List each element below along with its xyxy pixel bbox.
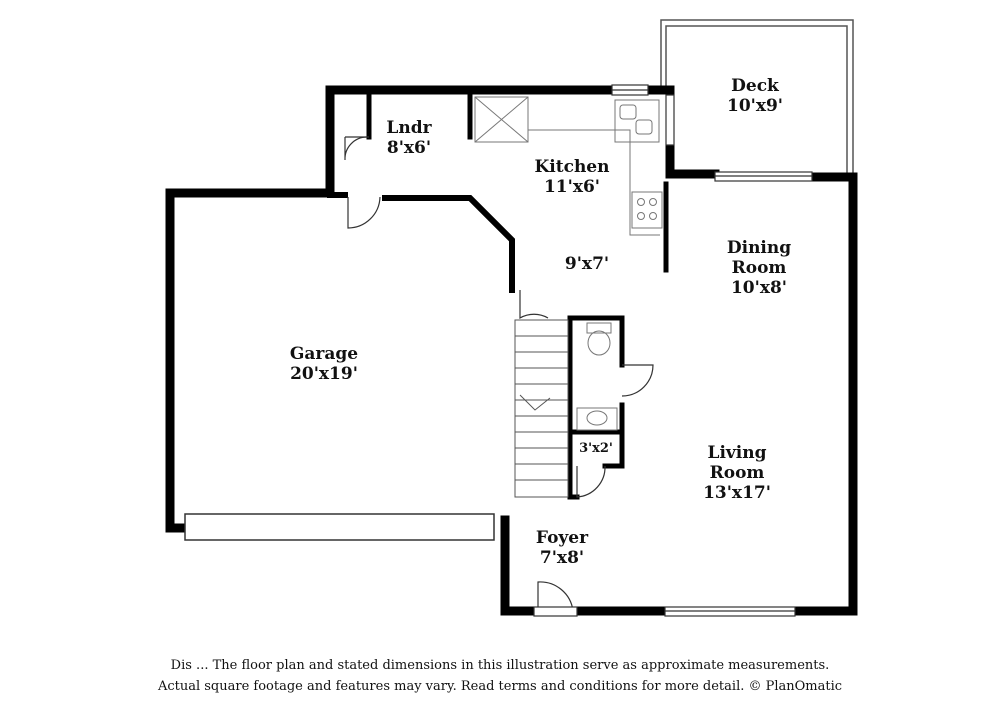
room-laundry-name: Lndr: [386, 118, 432, 138]
room-garage-name: Garage: [289, 344, 359, 364]
wall-kitchen-north-east: [643, 85, 720, 179]
garage-door: [184, 513, 495, 541]
room-dining-dim: 10'x8': [730, 278, 788, 298]
kitchen-fixtures: [474, 96, 663, 236]
door-bath-swing: [621, 364, 654, 397]
toilet-tank: [586, 322, 612, 334]
room-living-dim: 13'x17': [703, 483, 771, 503]
room-hall: 9'x7': [565, 254, 609, 274]
windows: [611, 84, 813, 617]
room-living-name1: Living: [707, 443, 767, 463]
room-living: Living Room 13'x17': [703, 443, 771, 503]
fridge: [474, 96, 529, 143]
wall-garage-north-east: [382, 195, 515, 293]
room-kitchen-dim: 11'x6': [543, 177, 601, 197]
window-deck-door: [665, 94, 675, 146]
room-deck-dim: 10'x9': [726, 96, 784, 116]
room-bath-dim: 3'x2': [579, 441, 613, 456]
counter: [528, 129, 660, 236]
door-garage-swing: [347, 196, 381, 229]
room-kitchen: Kitchen 11'x6': [535, 157, 610, 197]
sink: [614, 99, 660, 143]
door-closet-swing: [344, 136, 368, 161]
room-laundry: Lndr 8'x6': [386, 118, 431, 158]
door-front-swing: [537, 581, 574, 612]
room-hall-dim: 9'x7': [564, 254, 610, 274]
wall-laundry-west: [325, 85, 617, 191]
room-foyer: Foyer 7'x8': [536, 528, 588, 568]
room-kitchen-name: Kitchen: [534, 157, 610, 177]
room-dining-name1: Dining: [726, 238, 792, 258]
toilet-bowl: [587, 330, 611, 356]
door-stair-swing: [519, 290, 549, 320]
room-dining: Dining Room 10'x8': [727, 238, 791, 298]
disclaimer-line-2: Actual square footage and features may v…: [157, 679, 843, 694]
wall-garage: [165, 188, 335, 533]
disclaimer-line-1: Dis ... The floor plan and stated dimens…: [170, 658, 830, 673]
room-laundry-dim: 8'x6': [386, 138, 432, 158]
disclaimer: Dis ... The floor plan and stated dimens…: [0, 655, 1000, 697]
room-foyer-name: Foyer: [535, 528, 589, 548]
doors: [344, 136, 654, 617]
room-bath: 3'x2': [579, 441, 613, 456]
bath-fixtures: [576, 322, 618, 431]
room-living-name2: Room: [709, 463, 765, 483]
walls: [165, 85, 858, 616]
room-garage: Garage 20'x19': [290, 344, 358, 384]
room-garage-dim: 20'x19': [290, 364, 358, 384]
door-closet2-swing: [576, 465, 606, 498]
staircase: [514, 319, 569, 498]
vanity: [576, 407, 618, 431]
room-deck-name: Deck: [731, 76, 779, 96]
room-dining-name2: Room: [731, 258, 787, 278]
stove: [631, 191, 663, 229]
deck-outline: [660, 19, 854, 176]
room-deck: Deck 10'x9': [727, 76, 783, 116]
room-foyer-dim: 7'x8': [539, 548, 585, 568]
